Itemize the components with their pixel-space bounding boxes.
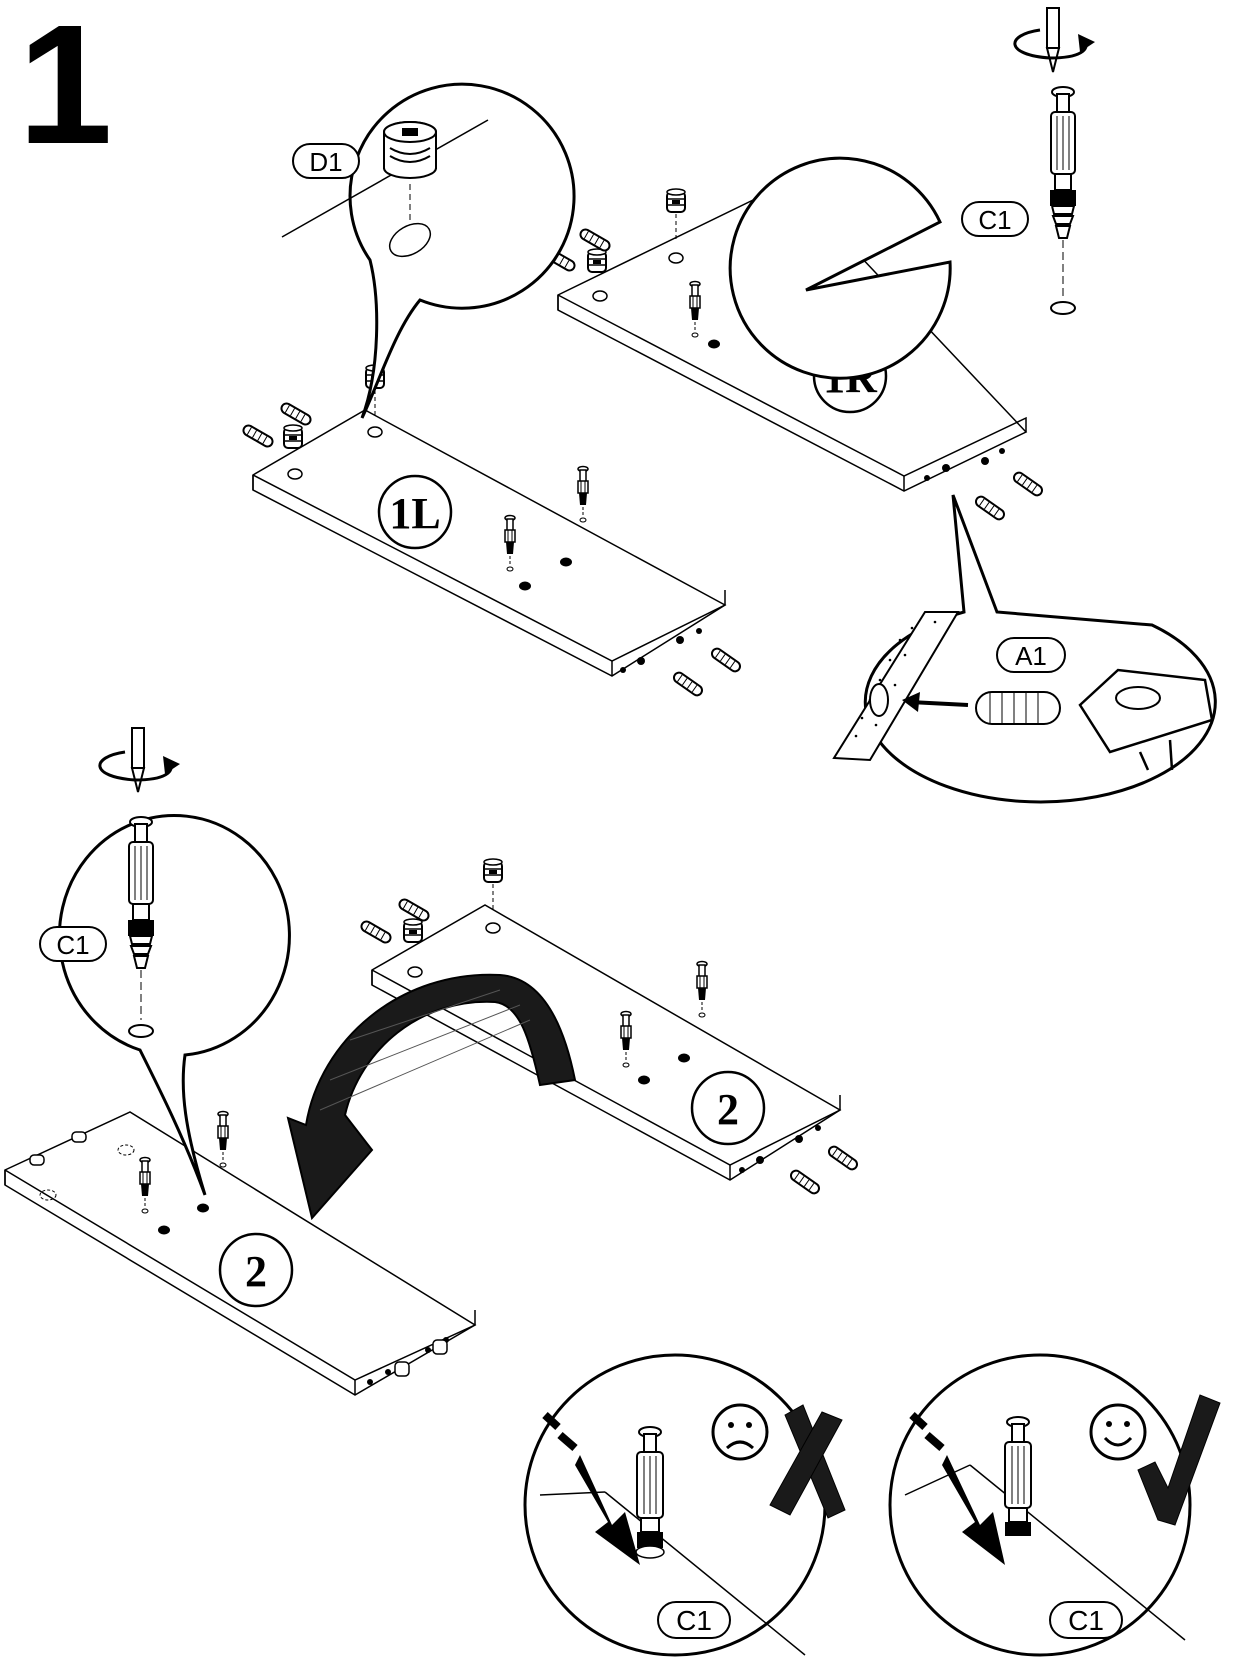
panel-2-bottom: 2	[4, 1110, 477, 1396]
hammer-icon	[1078, 668, 1214, 771]
panel-1l: 1L	[240, 364, 743, 699]
correct-install-bubble: C1	[888, 1353, 1221, 1657]
c1-detail-bubble-left: C1	[39, 727, 291, 1196]
sad-face-icon	[711, 1403, 769, 1461]
check-mark-icon	[1137, 1394, 1221, 1526]
panel-label-2-bottom: 2	[245, 1247, 267, 1296]
d1-part-label: D1	[309, 147, 342, 177]
rotate-arrow-icon	[98, 750, 180, 782]
screwdriver-icon	[130, 727, 146, 793]
d1-detail-bubble: D1	[281, 82, 576, 419]
c1-part-label-wrong: C1	[676, 1605, 712, 1636]
rotate-arrow-icon	[1013, 28, 1095, 60]
insert-arrow-icon	[542, 1412, 640, 1565]
panel-2-top: 2	[358, 858, 860, 1197]
screwdriver-icon	[1045, 7, 1061, 73]
c1-part-label-left: C1	[56, 930, 89, 960]
happy-face-icon	[1089, 1403, 1147, 1461]
panel-label-1l: 1L	[389, 489, 440, 538]
flip-arrow-icon	[286, 973, 577, 1221]
step-number: 1	[18, 0, 113, 180]
c1-part-label-right: C1	[1068, 1605, 1104, 1636]
c1-part-label-top: C1	[978, 205, 1011, 235]
a1-detail-bubble: A1	[832, 494, 1217, 804]
a1-part-label: A1	[1015, 641, 1047, 671]
wrong-install-bubble: C1	[523, 1353, 846, 1657]
insert-arrow-icon	[909, 1412, 1005, 1565]
cross-mark-icon	[769, 1404, 846, 1519]
panel-label-2-top: 2	[717, 1085, 739, 1134]
c1-detail-bubble-top: C1	[728, 7, 1095, 380]
